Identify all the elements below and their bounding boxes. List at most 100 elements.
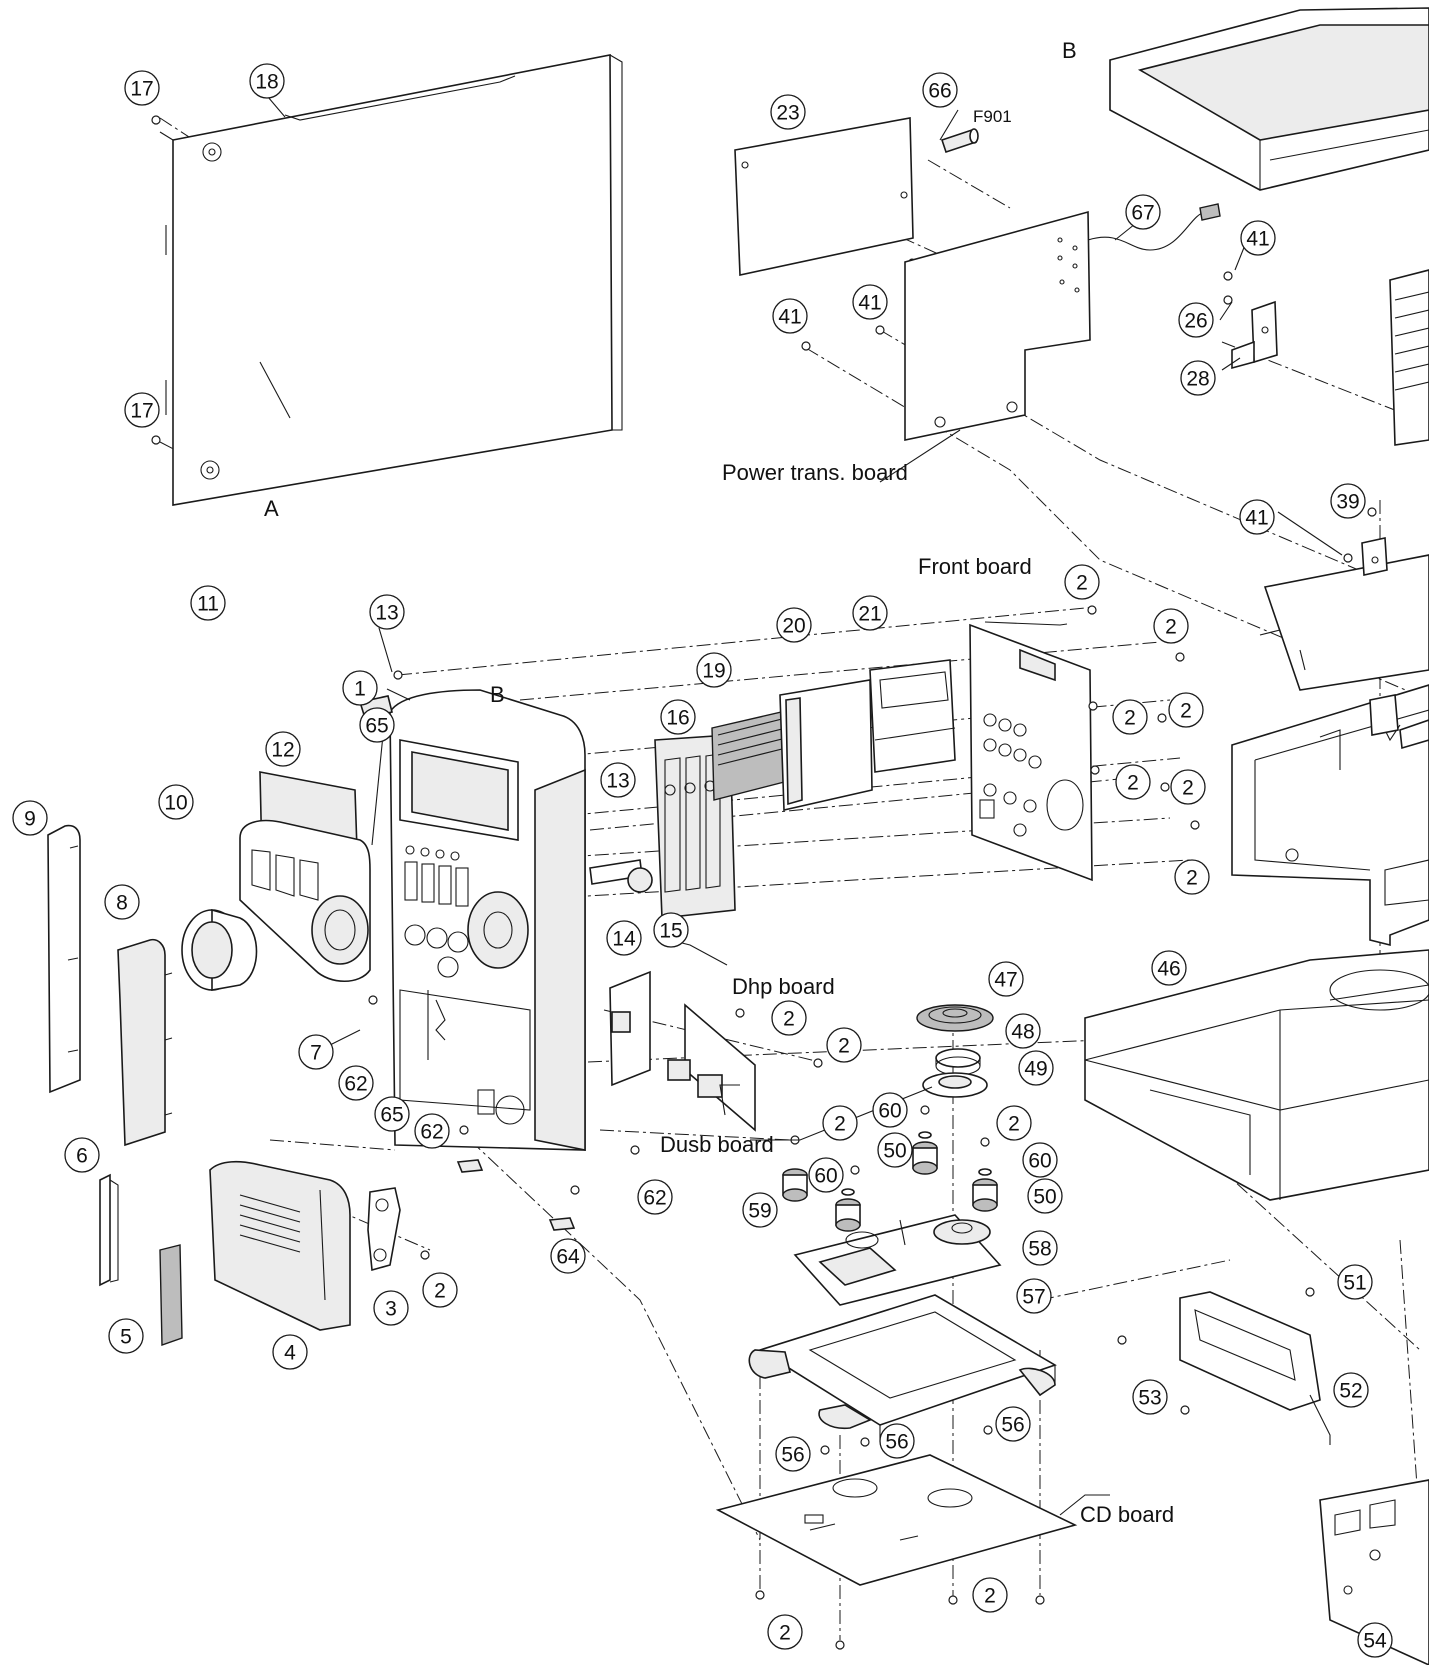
callout-circle — [852, 595, 888, 631]
side-panel-8 — [117, 938, 173, 1147]
callout-15: 15 — [653, 912, 689, 948]
screw — [459, 1125, 469, 1135]
cd-mechanism-58 — [793, 1214, 1002, 1306]
screw — [755, 1590, 765, 1600]
callout-circle — [374, 1096, 410, 1132]
callout-circle — [1115, 764, 1151, 800]
callout-circle — [775, 1436, 811, 1472]
callout-number: 65 — [365, 715, 388, 738]
callout-circle — [1064, 564, 1100, 600]
callout-18: 18 — [249, 63, 285, 99]
callout-2: 2 — [1174, 859, 1210, 895]
callout-number: 53 — [1138, 1387, 1161, 1410]
label-dhp-board: Dhp board — [732, 974, 835, 999]
callout-number: 62 — [344, 1073, 367, 1096]
callout-circle — [879, 1423, 915, 1459]
screw — [1223, 295, 1233, 305]
callout-19: 19 — [696, 652, 732, 688]
callout-number: 56 — [781, 1444, 804, 1467]
callout-circle — [872, 1092, 908, 1128]
callout-65: 65 — [374, 1096, 410, 1132]
callout-number: 52 — [1339, 1380, 1362, 1403]
callout-14: 14 — [606, 920, 642, 956]
callout-circle — [265, 731, 301, 767]
callout-circle — [1333, 1372, 1369, 1408]
callout-number: 2 — [1124, 707, 1136, 730]
screw — [1087, 605, 1097, 615]
screw — [875, 325, 885, 335]
callout-57: 57 — [1016, 1278, 1052, 1314]
callout-number: 66 — [928, 80, 951, 103]
callout-circle — [1357, 1622, 1393, 1658]
screw — [820, 1445, 830, 1455]
callout-circle — [922, 72, 958, 108]
callout-60: 60 — [872, 1092, 908, 1128]
callout-number: 12 — [271, 739, 294, 762]
screw — [980, 1137, 990, 1147]
dusb-board — [667, 1003, 756, 1132]
screw — [1305, 1287, 1315, 1297]
screw — [1160, 782, 1170, 792]
callout-circle — [108, 1318, 144, 1354]
callout-circle — [772, 298, 808, 334]
callout-circle — [104, 884, 140, 920]
callout-circle — [1132, 1379, 1168, 1415]
callout-41: 41 — [852, 284, 888, 320]
callout-50: 50 — [877, 1132, 913, 1168]
callout-62: 62 — [414, 1113, 450, 1149]
callout-circle — [369, 594, 405, 630]
callout-number: 41 — [858, 292, 881, 315]
front-panel — [358, 689, 586, 1151]
callout-13: 13 — [369, 594, 405, 630]
knob-bezel-11 — [239, 819, 371, 982]
side-panel-9 — [47, 824, 81, 1094]
callout-circle — [1022, 1230, 1058, 1266]
callout-circle — [414, 1113, 450, 1149]
callout-number: 5 — [120, 1326, 132, 1349]
callout-circle — [877, 1132, 913, 1168]
callout-2: 2 — [972, 1577, 1008, 1613]
top-cover — [159, 54, 623, 506]
callout-number: 23 — [776, 102, 799, 125]
callout-circle — [600, 762, 636, 798]
callout-circle — [1240, 220, 1276, 256]
callout-circle — [1125, 194, 1161, 230]
front-board — [969, 623, 1093, 882]
callout-28: 28 — [1180, 360, 1216, 396]
lcd-holder-20 — [779, 679, 873, 811]
screw — [948, 1595, 958, 1605]
screw — [1090, 765, 1100, 775]
power-trans-board — [904, 203, 1221, 441]
callout-5: 5 — [108, 1318, 144, 1354]
callout-circle — [1027, 1178, 1063, 1214]
callout-circle — [158, 784, 194, 820]
callout-65: 65 — [359, 707, 395, 743]
callout-circle — [124, 392, 160, 428]
callout-number: 8 — [116, 892, 128, 915]
callout-circle — [988, 961, 1024, 997]
rear-bracket-54 — [1319, 1479, 1429, 1665]
callout-2: 2 — [422, 1272, 458, 1308]
label-f901: F901 — [973, 107, 1012, 126]
callout-62: 62 — [637, 1179, 673, 1215]
callout-number: 2 — [783, 1008, 795, 1031]
callout-41: 41 — [1239, 499, 1275, 535]
callout-circle — [190, 585, 226, 621]
callout-11: 11 — [190, 585, 226, 621]
callout-circle — [272, 1334, 308, 1370]
bracket-39 — [1361, 537, 1388, 576]
callout-48: 48 — [1005, 1013, 1041, 1049]
callout-number: 57 — [1022, 1286, 1045, 1309]
callout-2: 2 — [996, 1105, 1032, 1141]
callout-number: 13 — [375, 602, 398, 625]
magnet-48 — [935, 1048, 981, 1076]
tray-46 — [1084, 949, 1429, 1201]
label-power-trans-board: Power trans. board — [722, 460, 908, 485]
callout-circle — [1168, 692, 1204, 728]
callout-circle — [776, 607, 812, 643]
callout-circle — [696, 652, 732, 688]
callout-number: 2 — [834, 1113, 846, 1136]
screw — [813, 1058, 823, 1068]
callout-17: 17 — [124, 70, 160, 106]
